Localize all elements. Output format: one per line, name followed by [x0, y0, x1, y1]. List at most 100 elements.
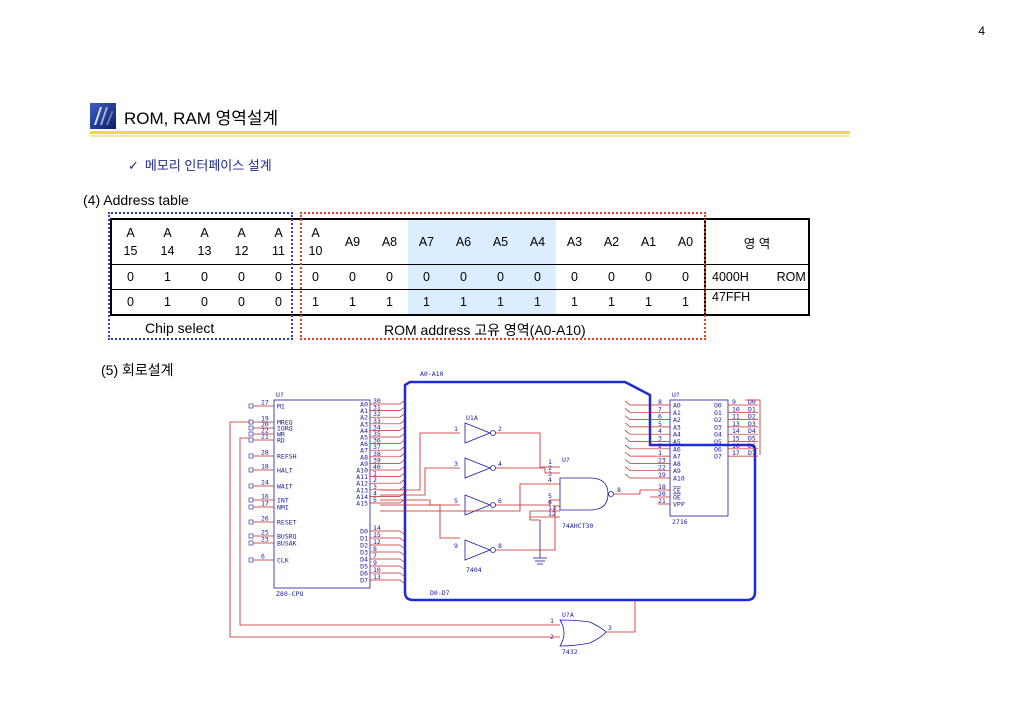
nand-input-pin: 3 [548, 470, 552, 478]
inverter-bubble [490, 547, 496, 553]
cpu-pin-name: D1 [360, 535, 368, 543]
table-cell: 1 [482, 289, 519, 315]
bus-entry [399, 478, 406, 484]
cpu-pin-number: 40 [373, 463, 381, 471]
table-cell: 0 [371, 264, 408, 290]
cpu-ref: U? [276, 391, 284, 399]
bus-entry [399, 426, 406, 431]
cpu-pin-name: A15 [356, 500, 368, 508]
rom-pin-name: A1 [673, 409, 681, 417]
page-number: 4 [978, 24, 985, 38]
bus-entry [624, 466, 631, 471]
cpu-pin-name: RD [277, 437, 285, 445]
inverter-part: 7404 [466, 566, 482, 574]
cpu-pin-name: A14 [356, 493, 368, 501]
table-cell: 0 [260, 264, 297, 290]
table-cell: 0 [297, 264, 334, 290]
bus-entry [399, 530, 406, 536]
nand-bubble [608, 491, 614, 497]
rom-pin-name: A3 [673, 423, 681, 431]
table-cell: 1 [349, 295, 356, 309]
inverter-bubble [490, 502, 496, 508]
or-input-pin: 1 [550, 617, 554, 625]
inverter-gate [464, 457, 492, 479]
rom-pin-name: O7 [714, 453, 722, 461]
cpu-pin-number: 19 [261, 415, 269, 423]
rom-pin-number: 16 [732, 442, 740, 450]
bus-entry [399, 572, 406, 578]
rom-pin-name: O5 [714, 438, 722, 446]
table-cell: 1 [386, 295, 393, 309]
table-cell: 0 [186, 264, 223, 290]
or-gate [559, 619, 607, 647]
cpu-pin-name: INT [277, 497, 289, 505]
nand-input-pin: 2 [548, 464, 552, 472]
rom-pin-number: 14 [732, 427, 740, 435]
bus-entry [399, 439, 406, 444]
nand-output-pin: 8 [617, 486, 621, 494]
header-a9: A9 [334, 219, 371, 265]
cpu-pin-number: 28 [261, 449, 269, 457]
header-a2: A2 [593, 219, 630, 265]
cpu-pin-number: 39 [373, 456, 381, 464]
inverter-output-pin: 2 [498, 425, 502, 433]
table-cell: 1 [682, 295, 689, 309]
nand-input-pin: 11 [548, 504, 556, 512]
table-row: 0 1 0 0 0 0 0 0 0 0 0 0 0 0 0 0 4000H RO… [111, 264, 809, 290]
cpu-pin-number: 7 [373, 552, 377, 560]
nand-ref: U? [562, 456, 570, 464]
cpu-pin-name: A3 [360, 420, 368, 428]
rom-chip [669, 399, 729, 517]
cpu-pin-number: 13 [373, 573, 381, 581]
inverter-input-pin: 1 [454, 425, 458, 433]
inverter-input-pin: 3 [454, 460, 458, 468]
rom-pin-number: 17 [732, 449, 740, 457]
bus-entry [624, 473, 631, 479]
cpu-pin-terminal [248, 533, 254, 539]
rom-pin-number: 3 [658, 435, 662, 443]
cpu-pin-name: HALT [277, 467, 293, 475]
chip-select-highlight-box [108, 212, 293, 340]
bus-entry [399, 445, 406, 451]
rom-pin-name: A7 [673, 453, 681, 461]
cpu-pin-name: A7 [360, 447, 368, 455]
chip-select-label: Chip select [145, 320, 215, 336]
inverter-output-pin: 6 [498, 497, 502, 505]
bus-entry [399, 551, 406, 557]
inverter-gate [464, 494, 492, 516]
rom-pin-name: A2 [673, 416, 681, 424]
rom-pin-name: A6 [673, 445, 681, 453]
inverter-input-pin: 5 [454, 497, 458, 505]
bus-entry [624, 451, 631, 457]
region-value-start: 4000H ROM [704, 264, 809, 290]
cpu-pin-terminal [248, 431, 254, 437]
subtitle: ✓메모리 인터페이스 설계 [128, 155, 272, 174]
cpu-pin-number: 22 [261, 427, 269, 435]
cpu-pin-number: 25 [261, 529, 269, 537]
rom-pin-number: 5 [658, 420, 662, 428]
cpu-pin-number: 9 [373, 559, 377, 567]
cpu-pin-name: A12 [356, 480, 368, 488]
cpu-pin-number: 12 [373, 538, 381, 546]
rom-pin-name: A4 [673, 431, 681, 439]
table-cell: 0 [238, 295, 245, 309]
bus-entry [624, 459, 631, 464]
wiring [229, 399, 761, 638]
title-underline [90, 131, 850, 134]
table-cell: 1 [608, 295, 615, 309]
cpu-pin-name: A2 [360, 414, 368, 422]
bus-entry [399, 419, 406, 425]
title-logo-icon [90, 103, 116, 129]
header-a6: A6 [445, 219, 482, 265]
rom-pin-number: 23 [658, 456, 666, 464]
or-output-pin: 3 [608, 624, 612, 632]
rom-pin-name: O0 [714, 402, 722, 410]
cpu-pin-number: 14 [373, 524, 381, 532]
cpu-pin-number: 8 [373, 545, 377, 553]
cpu-pin-number: 3 [373, 483, 377, 491]
